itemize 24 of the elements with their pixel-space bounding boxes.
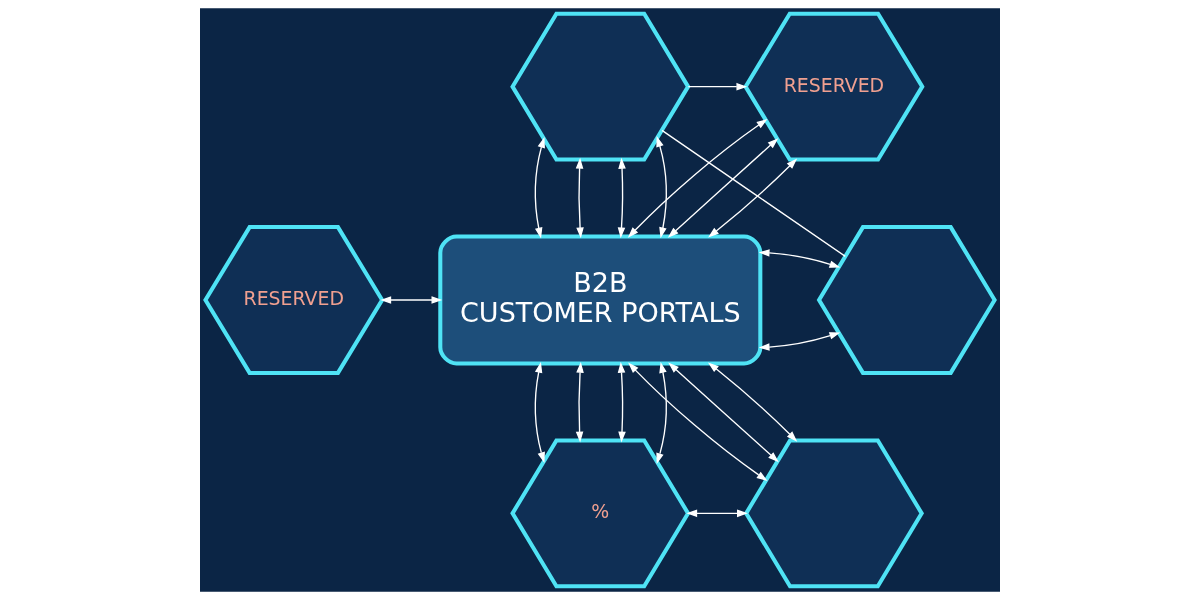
node-hexagon — [510, 11, 691, 162]
arrow — [686, 509, 748, 518]
arrow — [627, 119, 768, 238]
arrow — [656, 362, 667, 464]
arrow — [534, 137, 545, 239]
connector — [661, 129, 846, 257]
arrow — [575, 361, 584, 443]
arrow — [534, 362, 545, 463]
node-hexagon — [816, 225, 997, 375]
arrow — [687, 82, 748, 91]
node-box: B2B CUSTOMER PORTALS — [438, 234, 763, 366]
arrow — [656, 135, 667, 239]
node-hexagon — [743, 438, 925, 589]
arrow — [617, 157, 626, 239]
arrow — [667, 138, 779, 238]
arrow — [380, 296, 443, 304]
arrow — [617, 361, 626, 443]
arrow — [758, 249, 841, 268]
arrow — [758, 332, 841, 351]
arrow — [668, 362, 779, 463]
arrow — [708, 158, 798, 238]
arrow — [575, 157, 584, 239]
arrow — [708, 362, 798, 442]
arrow — [628, 362, 768, 481]
